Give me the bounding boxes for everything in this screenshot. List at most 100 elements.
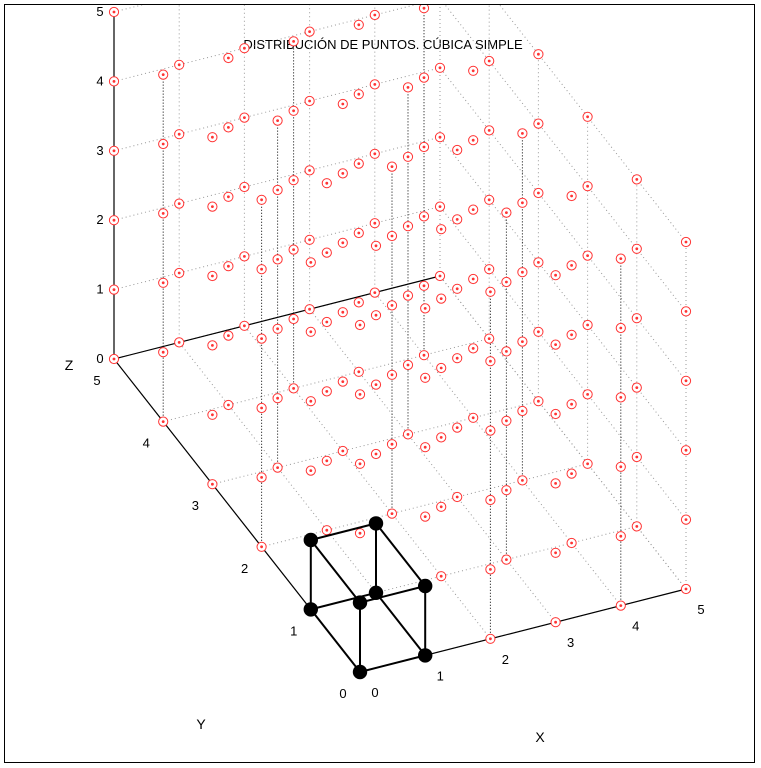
lattice-point-3-1-0 — [501, 554, 512, 565]
lattice-point-3-4-0 — [353, 366, 364, 377]
lattice-point-3-1-3 — [501, 346, 512, 357]
floor-grid-line-x4 — [374, 292, 622, 606]
lattice-point-4-5-0 — [369, 287, 380, 298]
cube-vertex-1-0-1 — [418, 578, 433, 594]
lattice-point-5-5-2 — [434, 132, 446, 143]
z-tick-label-5: 5 — [96, 5, 103, 19]
cube-vertex-0-0-1 — [352, 595, 368, 610]
lattice-point-1-1-3 — [370, 379, 382, 390]
lattice-point-1-4-0 — [223, 399, 234, 411]
z-tick-label-3: 3 — [96, 143, 103, 158]
lattice-point-0-5-1 — [108, 284, 120, 295]
lattice-point-1-2-1 — [321, 455, 332, 466]
lattice-point-0-1-4 — [305, 326, 316, 337]
x-tick-label-4: 4 — [632, 619, 639, 634]
lattice-point-5-2-5 — [582, 111, 593, 122]
lattice-point-0-1-3 — [305, 396, 316, 407]
lattice-point-5-2-4 — [582, 181, 593, 192]
cube-vertex-1-1-1 — [368, 516, 384, 531]
lattice-point-4-4-5 — [418, 5, 430, 14]
lattice-point-2-1-0 — [436, 571, 447, 582]
lattice-point-5-1-5 — [631, 174, 642, 185]
lattice-point-2-3-3 — [337, 237, 348, 248]
lattice-point-3-1-4 — [501, 276, 512, 288]
lattice-point-5-0-0 — [680, 583, 692, 595]
cube-vertex-1-0-0 — [418, 648, 433, 663]
lattice-point-2-3-4 — [337, 168, 348, 179]
lattice-point-0-3-2 — [207, 340, 218, 351]
floor-grid-line-y2 — [261, 463, 588, 548]
y-tick-label-4: 4 — [143, 436, 150, 451]
lattice-point-2-0-0 — [485, 633, 496, 644]
lattice-point-3-2-4 — [452, 214, 463, 225]
lattice-point-2-3-5 — [337, 98, 348, 110]
lattice-point-3-3-3 — [402, 221, 414, 232]
lattice-point-4-2-4 — [517, 197, 528, 208]
lattice-point-0-1-5 — [305, 257, 316, 268]
unit-cube — [303, 516, 433, 680]
lattice-point-3-3-0 — [402, 429, 414, 440]
lattice-point-4-3-0 — [468, 412, 479, 423]
lattice-point-5-4-3 — [484, 125, 495, 136]
cube-edge-11 — [310, 522, 377, 541]
cube-vertex-1-1-0 — [368, 585, 384, 600]
lattice-point-3-4-5 — [353, 19, 364, 30]
lattice-point-1-5-2 — [174, 198, 185, 209]
lattice-point-0-2-2 — [256, 402, 267, 414]
lattice-point-3-0-5 — [550, 270, 561, 281]
z-tick-label-2: 2 — [96, 212, 103, 227]
lattice-point-0-4-2 — [158, 277, 169, 288]
lattice-point-3-5-3 — [304, 95, 315, 107]
z-axis-label: Z — [65, 357, 74, 373]
lattice-point-4-3-2 — [468, 273, 479, 285]
floor-grid-line-x3 — [309, 308, 556, 623]
xwall-grid-line-z0 — [439, 275, 687, 590]
lattice-point-4-5-4 — [369, 9, 380, 21]
lattice-point-0-1-2 — [305, 465, 316, 476]
lattice-point-2-5-0 — [239, 320, 250, 331]
x-tick-label-0: 0 — [371, 685, 378, 700]
lattice-point-2-3-1 — [337, 376, 348, 387]
lattice-point-4-1-0 — [566, 537, 577, 549]
lattice-point-0-4-3 — [158, 208, 169, 219]
y-tick-label-3: 3 — [192, 498, 199, 513]
lattice-point-2-4-3 — [288, 175, 299, 186]
lattice-point-5-0-5 — [680, 236, 692, 248]
lattice-point-2-0-2 — [485, 494, 496, 506]
cube-edge-0 — [359, 654, 426, 673]
lattice-point-1-2-2 — [321, 386, 332, 397]
xwall-grid-line-z1 — [439, 206, 687, 520]
cube-edge-1 — [310, 608, 361, 673]
ywall-grid-line-z2 — [113, 136, 441, 221]
y-tick-label-0: 0 — [339, 686, 346, 701]
lattice-point-2-4-2 — [288, 244, 299, 255]
cube-edge-8 — [359, 585, 426, 604]
lattice-point-2-2-1 — [386, 439, 398, 450]
lattice-point-5-4-0 — [484, 333, 495, 344]
cube-edge-3 — [375, 592, 426, 657]
lattice-point-2-4-5 — [288, 36, 299, 47]
lattice-point-1-2-3 — [321, 316, 332, 328]
lattice-point-1-0-4 — [420, 372, 431, 383]
lattice-point-4-3-5 — [468, 65, 479, 76]
chart-title: DISTRIBUCIÓN DE PUNTOS. CÚBICA SIMPLE — [243, 37, 523, 52]
lattice-point-2-1-1 — [436, 501, 447, 512]
lattice-point-5-2-0 — [582, 458, 593, 469]
lattice-point-0-3-3 — [207, 270, 218, 282]
cube-edge-10 — [375, 522, 426, 587]
xwall-grid-line-z2 — [439, 136, 687, 451]
lattice-point-0-0-2 — [354, 528, 366, 539]
lattice-point-0-2-0 — [256, 541, 267, 552]
lattice-point-2-2-4 — [386, 230, 398, 242]
lattice-point-3-2-0 — [452, 491, 463, 503]
lattice-point-3-3-4 — [402, 151, 414, 162]
x-tick-label-2: 2 — [502, 652, 509, 667]
lattice-point-4-5-2 — [369, 148, 380, 159]
lattice-point-2-4-4 — [288, 105, 299, 116]
ywall-grid-line-z3 — [113, 67, 441, 152]
lattice-point-4-2-2 — [517, 336, 528, 347]
xwall-grid-line-z3 — [439, 67, 687, 382]
lattice-point-2-1-5 — [436, 224, 447, 235]
